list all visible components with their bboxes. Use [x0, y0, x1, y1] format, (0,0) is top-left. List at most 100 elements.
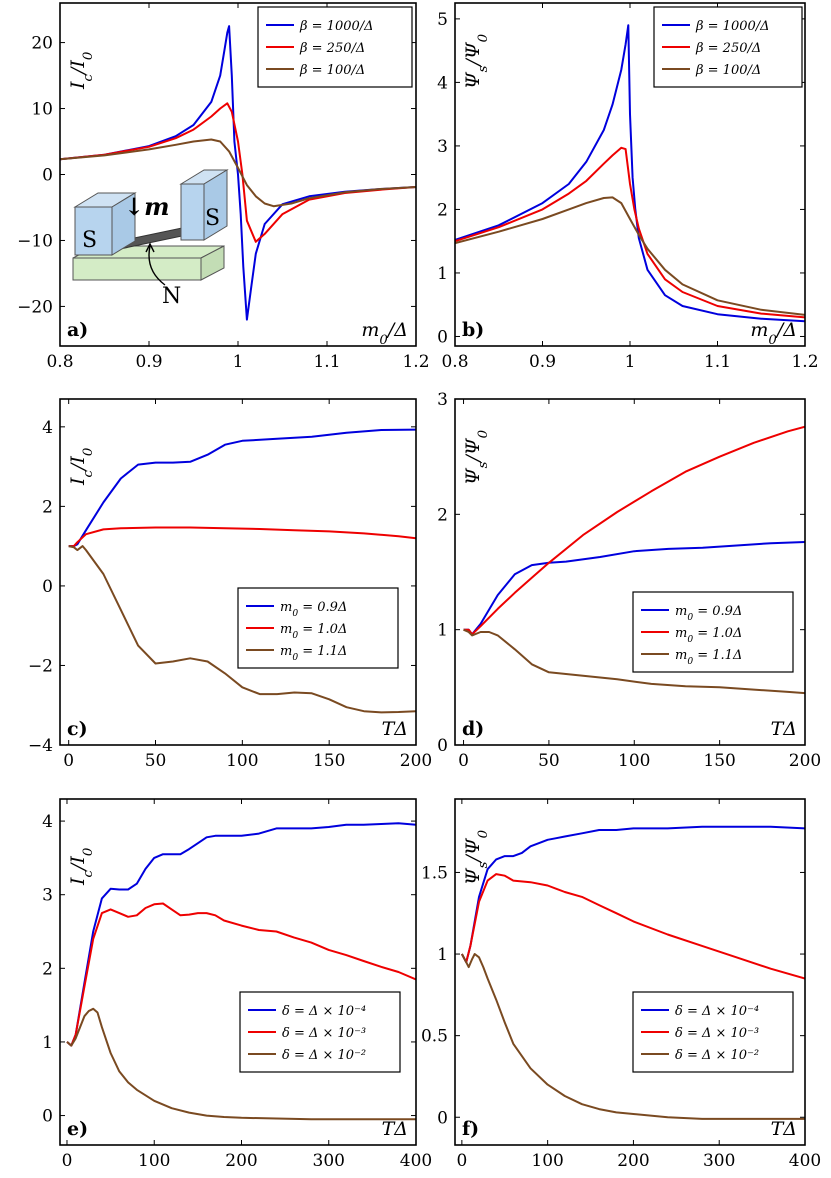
legend-entry: m0 = 1.1Δ — [280, 644, 347, 663]
x-tick-label: 400 — [789, 1151, 821, 1171]
x-tick-label: 50 — [538, 751, 560, 771]
plot-frame — [454, 798, 806, 1146]
legend-entry: δ = Δ × 10⁻³ — [282, 1026, 366, 1041]
series-line-3 — [60, 138, 416, 208]
series-line-1 — [461, 825, 805, 964]
series-line-2 — [68, 526, 416, 548]
y-tick-label: −2 — [28, 656, 53, 676]
y-tick-label: 3 — [42, 886, 53, 906]
legend-entry: β = 100/Δ — [695, 63, 761, 78]
y-tick-label: 10 — [31, 100, 53, 120]
panel-label: f) — [462, 1118, 479, 1140]
series-line-3 — [463, 628, 805, 695]
y-tick-label: 1 — [42, 1033, 53, 1053]
legend-entry: δ = Δ × 10⁻² — [282, 1048, 366, 1063]
y-tick-label: 4 — [437, 73, 448, 93]
y-tick-label: 0.5 — [421, 1027, 448, 1047]
series-line-2 — [461, 873, 805, 980]
inset-arrow-label: ↓m — [124, 192, 170, 221]
inset-schematic: SS↓mN — [72, 169, 229, 309]
legend-entry: m0 = 0.9Δ — [675, 604, 742, 623]
inset-pointer — [148, 245, 166, 286]
y-axis-label: Ψs/Ψ0 — [462, 429, 491, 485]
panel-label: c) — [67, 718, 88, 740]
x-axis-label: TΔ — [382, 1118, 408, 1140]
legend-entry: δ = Δ × 10⁻⁴ — [675, 1004, 759, 1019]
x-axis-label: TΔ — [771, 718, 797, 740]
left-block-front — [74, 206, 113, 256]
series-line-2 — [463, 425, 805, 636]
legend-entry: m0 = 1.0Δ — [675, 626, 742, 645]
panel-label: d) — [462, 718, 484, 740]
series-line-1 — [60, 25, 416, 321]
series-line-1 — [68, 428, 416, 548]
y-tick-label: 3 — [437, 137, 448, 157]
legend-entry: m0 = 0.9Δ — [280, 600, 347, 619]
substrate-front — [72, 257, 202, 281]
legend: β = 1000/Δβ = 250/Δβ = 100/Δ — [653, 6, 803, 88]
substrate-side — [200, 245, 225, 281]
y-tick-label: 3 — [437, 390, 448, 410]
plot-frame — [59, 398, 417, 746]
x-tick-label: 0 — [458, 751, 469, 771]
panel-label: a) — [67, 319, 88, 341]
y-tick-label: 1 — [437, 945, 448, 965]
y-axis-label: Ic/I0 — [67, 847, 96, 886]
inset-pointer-head — [145, 242, 155, 253]
inset-right-label: S — [205, 206, 220, 231]
series-line-3 — [68, 545, 416, 714]
y-tick-label: 4 — [42, 812, 53, 832]
legend: m0 = 0.9Δ m0 = 1.0Δ m0 = 1.1Δ — [237, 587, 399, 669]
legend: δ = Δ × 10⁻⁴δ = Δ × 10⁻³δ = Δ × 10⁻² — [632, 991, 794, 1073]
series-line-2 — [66, 902, 416, 1047]
legend: δ = Δ × 10⁻⁴δ = Δ × 10⁻³δ = Δ × 10⁻² — [239, 991, 401, 1073]
y-tick-label: 0 — [437, 327, 448, 347]
x-tick-label: 200 — [400, 751, 432, 771]
y-tick-label: 1 — [437, 621, 448, 641]
inset-wire-label: N — [162, 284, 181, 309]
y-tick-label: 0 — [42, 577, 53, 597]
panel-label: e) — [67, 1118, 88, 1140]
y-axis-label: Ψs/Ψ0 — [462, 33, 491, 89]
legend-entry: β = 1000/Δ — [695, 19, 770, 34]
x-tick-label: 0 — [62, 1151, 73, 1171]
y-tick-label: 1.5 — [421, 863, 448, 883]
x-tick-label: 0.9 — [529, 352, 556, 372]
legend: β = 1000/Δβ = 250/Δβ = 100/Δ — [257, 6, 413, 88]
x-tick-label: 0 — [456, 1151, 467, 1171]
left-block-side — [111, 192, 136, 256]
y-tick-label: −10 — [17, 231, 53, 251]
x-tick-label: 50 — [145, 751, 167, 771]
x-tick-label: 300 — [313, 1151, 345, 1171]
legend-entry: m0 = 1.1Δ — [675, 648, 742, 667]
y-tick-label: 2 — [437, 505, 448, 525]
y-tick-label: 2 — [42, 497, 53, 517]
legend: m0 = 0.9Δ m0 = 1.0Δ m0 = 1.1Δ — [632, 591, 794, 673]
y-tick-label: 2 — [437, 200, 448, 220]
y-tick-label: 5 — [437, 10, 448, 30]
x-tick-label: 1.2 — [402, 352, 429, 372]
y-axis-label: Ic/I0 — [67, 447, 96, 486]
x-tick-label: 1.1 — [704, 352, 731, 372]
x-tick-label: 100 — [226, 751, 258, 771]
x-tick-label: 150 — [313, 751, 345, 771]
y-tick-label: 20 — [31, 34, 53, 54]
y-tick-label: 2 — [42, 959, 53, 979]
x-axis-label: m0/Δ — [361, 319, 408, 348]
x-tick-label: 0 — [63, 751, 74, 771]
x-tick-label: 200 — [225, 1151, 257, 1171]
series-line-3 — [455, 196, 805, 316]
y-tick-label: 0 — [42, 1107, 53, 1127]
x-axis-label: TΔ — [771, 1118, 797, 1140]
series-line-1 — [455, 24, 805, 323]
series-line-2 — [60, 102, 416, 243]
legend-entry: δ = Δ × 10⁻² — [675, 1048, 759, 1063]
series-line-3 — [461, 953, 805, 1120]
series-line-2 — [455, 146, 805, 319]
x-tick-label: 150 — [703, 751, 735, 771]
legend-entry: m0 = 1.0Δ — [280, 622, 347, 641]
